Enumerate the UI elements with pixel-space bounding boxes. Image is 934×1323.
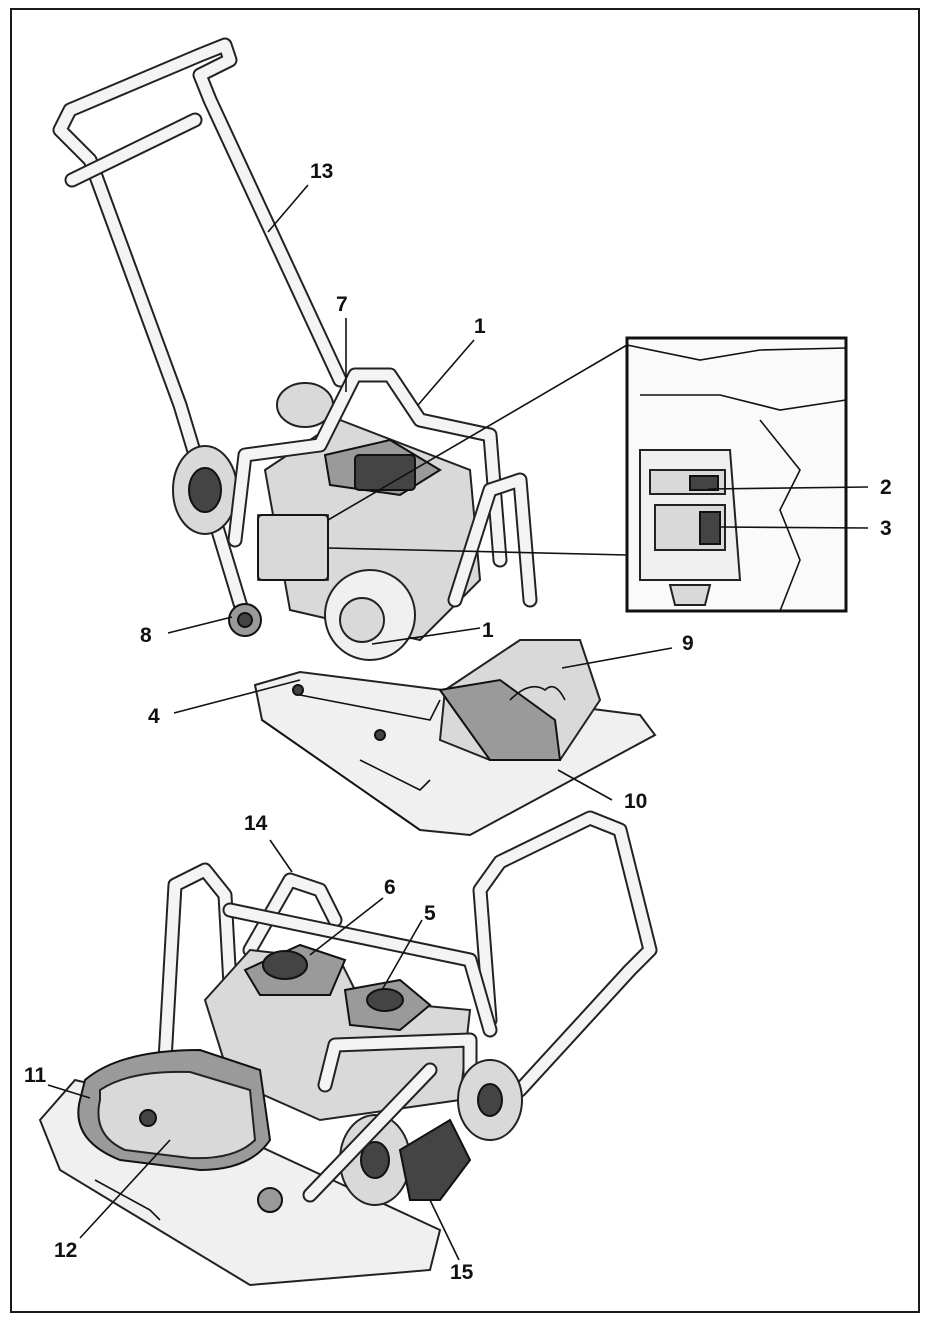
- leader-lines: [47, 184, 869, 1261]
- callout-12: 12: [54, 1239, 78, 1262]
- callout-14: 14: [244, 812, 268, 835]
- callout-6: 6: [384, 876, 396, 899]
- exciter-housing-top: [438, 639, 602, 761]
- callout-11: 11: [24, 1064, 47, 1087]
- belt-guard-bottom: [77, 1048, 272, 1172]
- figure-frame: [10, 8, 920, 1313]
- engine-top: [257, 418, 482, 661]
- callout-5: 5: [424, 902, 436, 925]
- folded-handle-bottom: [472, 810, 658, 1098]
- roll-cage-bottom: [157, 862, 498, 1068]
- callout-13: 13: [310, 160, 334, 183]
- callout-1-top: 1: [474, 315, 486, 338]
- callout-10: 10: [624, 790, 648, 813]
- callout-3: 3: [880, 517, 892, 540]
- guide-handle-13: [52, 37, 348, 637]
- callout-9: 9: [682, 632, 694, 655]
- callout-4: 4: [148, 705, 160, 728]
- engine-bottom: [203, 943, 478, 1122]
- callout-7: 7: [336, 293, 348, 316]
- callout-15: 15: [450, 1261, 474, 1284]
- callout-2: 2: [880, 476, 892, 499]
- bottom-compactor-view: [38, 810, 658, 1287]
- callout-8: 8: [140, 624, 152, 647]
- callout-1-engine: 1: [482, 619, 494, 642]
- inset-detail: [327, 336, 848, 613]
